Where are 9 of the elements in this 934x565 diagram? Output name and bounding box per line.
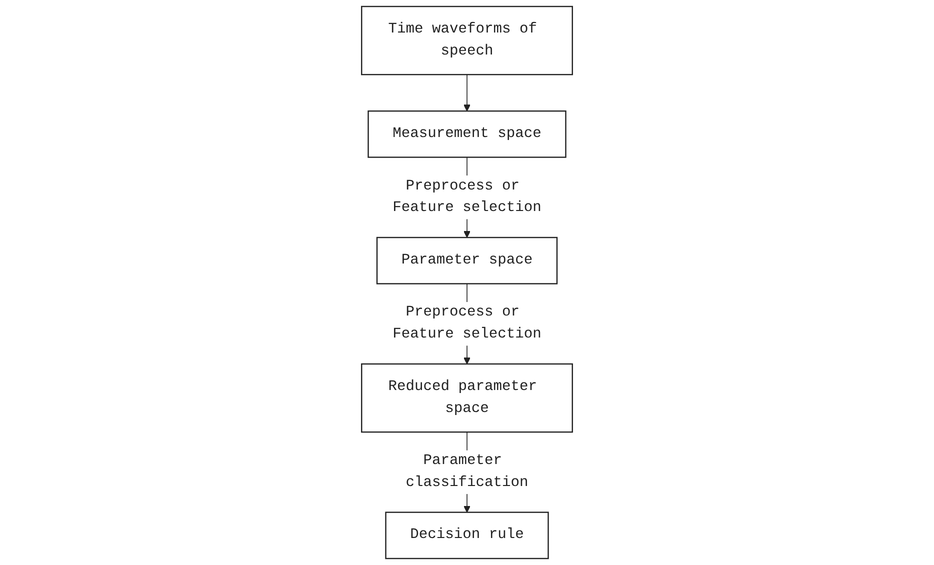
node-box: Measurement space — [368, 110, 566, 158]
edge-label: Preprocess or Feature selection — [392, 304, 542, 342]
node-box: Decision rule — [385, 512, 549, 560]
node-box: Time waveforms of speech — [361, 6, 573, 76]
node-box: Reduced parameter space — [361, 363, 573, 433]
edge-label: Preprocess or Feature selection — [392, 178, 542, 216]
arrow — [463, 74, 471, 112]
node-box: Parameter space — [376, 236, 558, 284]
edge-label: Parameter classification — [406, 452, 528, 491]
